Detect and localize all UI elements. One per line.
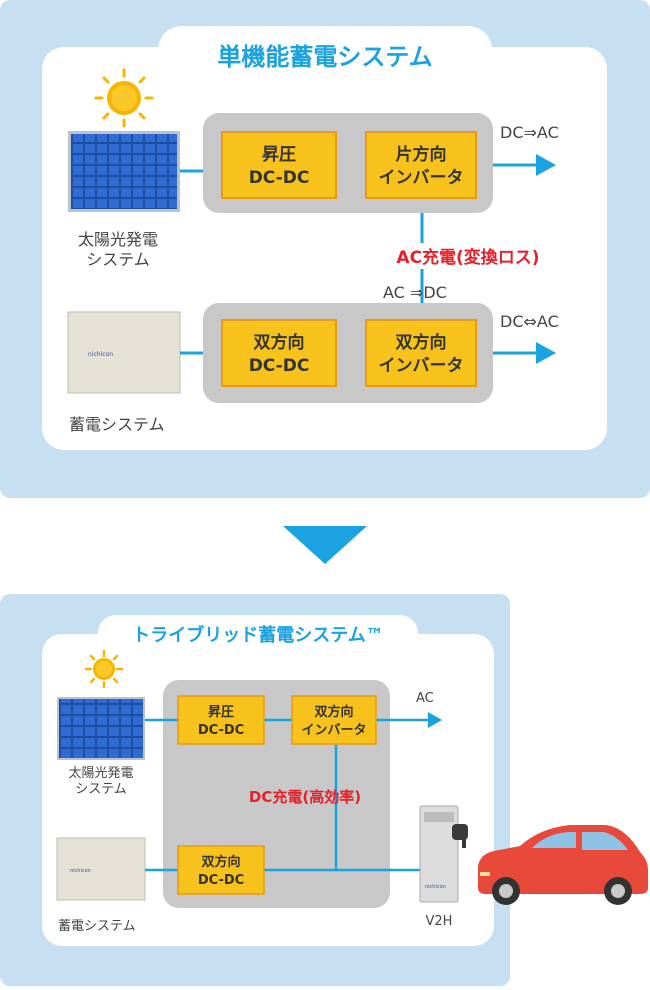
top-ac-dc-label: AC ⇒DC [383,283,447,302]
top-storage-label: 蓄電システム [69,415,165,434]
bottom-sun-icon [84,649,124,689]
top-box2-line2: インバータ [379,168,464,188]
solar-panel-icon [68,131,180,212]
top-oneway-inverter-box: 片方向 インバータ [365,131,477,199]
top-ac-charge-label-bg [378,243,558,269]
v2h-unit-icon: nichicon [419,805,468,903]
top-boost-dcdc-box: 昇圧 DC-DC [221,131,337,199]
bottom-box2-line1: 双方向 [314,704,353,720]
top-bidir-inverter-box: 双方向 インバータ [365,319,477,387]
bottom-solar-label-line2: システム [75,782,127,797]
bottom-bidir-dcdc-box: 双方向 DC-DC [177,845,265,895]
bottom-solar-panel-icon [57,697,145,760]
sun-icon [94,68,154,128]
top-output-arrow-1 [536,154,556,176]
top-title: 単機能蓄電システム [217,43,432,71]
bottom-bidir-inverter-box: 双方向 インバータ [291,695,377,745]
top-storage-brand: nichicon [88,351,113,358]
top-solar-label-line2: システム [86,250,150,269]
top-box3-line2: DC-DC [249,356,310,376]
bottom-storage-brand: nichicon [70,868,91,874]
car-icon [478,825,648,905]
top-ac-charge-label: AC充電(変換ロス) [396,247,539,268]
storage-unit-icon: nichicon [67,311,181,394]
top-title-tab [158,26,492,86]
top-box3-line1: 双方向 [254,332,305,353]
transition-down-arrow [283,526,367,564]
top-box1-line1: 昇圧 [262,145,296,165]
top-solar-label-line1: 太陽光発電 [78,230,158,249]
bottom-output-label: AC [416,691,434,706]
bottom-box3-line2: DC-DC [198,873,244,888]
bottom-dc-charge-label: DC充電(高効率) [249,788,361,806]
bottom-connector-lines [145,718,430,872]
top-output-label-2: DC⇔AC [500,312,559,331]
top-bidir-dcdc-box: 双方向 DC-DC [221,319,337,387]
top-output-arrow-2 [536,342,556,364]
bottom-box1-line1: 昇圧 [208,705,234,720]
bottom-box2-line2: インバータ [301,723,366,738]
bottom-solar-label-line1: 太陽光発電 [68,766,133,781]
top-box2-line1: 片方向 [396,144,447,165]
bottom-title: トライブリッド蓄電システム™ [132,624,383,646]
bottom-section: トライブリッド蓄電システム™ 太陽光発電 システム [0,594,648,986]
bottom-box3-line1: 双方向 [201,854,240,870]
top-box4-line2: インバータ [379,356,464,376]
bottom-storage-unit-icon: nichicon [56,837,146,901]
top-output-label-1: DC⇒AC [500,123,559,142]
top-box4-line1: 双方向 [396,332,447,353]
bottom-boost-dcdc-box: 昇圧 DC-DC [177,695,265,745]
bottom-storage-label: 蓄電システム [58,919,136,934]
top-section: 単機能蓄電システム 太陽光発電 システム n [0,0,650,498]
bottom-box1-line2: DC-DC [198,723,244,738]
v2h-brand: nichicon [425,884,446,890]
bottom-output-arrow [428,712,442,728]
top-box1-line2: DC-DC [249,168,310,188]
v2h-label: V2H [426,914,453,929]
bottom-title-tab [98,615,418,659]
